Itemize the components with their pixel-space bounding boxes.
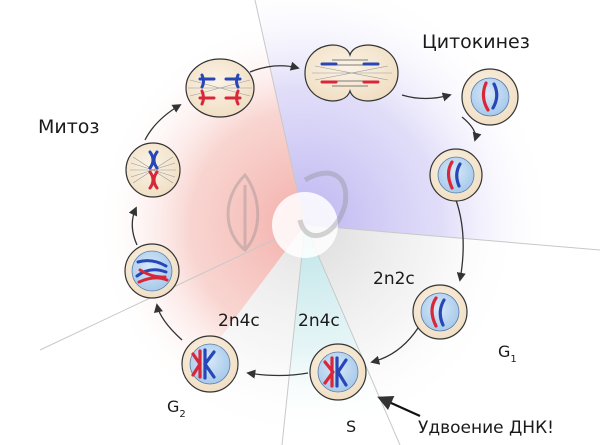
label-g2-phase: G2 — [167, 397, 186, 420]
center-circle — [272, 192, 338, 258]
arrow-telophase-to-daughter — [401, 92, 452, 102]
arrow-prophase-to-metaphase — [128, 206, 138, 246]
cell-g1-early — [429, 148, 483, 202]
label-dna-doubling: Удвоение ДНК! — [418, 418, 554, 438]
leaf-watermark — [226, 170, 349, 253]
cell-telophase — [304, 44, 399, 102]
label-s-phase: S — [346, 417, 356, 436]
cell-g1-late — [412, 284, 468, 340]
cell-s-phase — [309, 343, 367, 401]
label-g2-ploidy: 2n4c — [218, 311, 260, 331]
arrow-g2-to-prophase — [153, 303, 183, 341]
arrow-g1b-to-s — [370, 327, 419, 365]
cycle-arrows — [128, 61, 482, 379]
g2-phase-sector — [140, 225, 305, 445]
s-phase-sector — [282, 225, 400, 445]
arrow-anaphase-to-telophase — [249, 61, 300, 73]
dna-doubling-arrow — [377, 396, 421, 418]
g2-sub: 2 — [179, 409, 185, 420]
cell-anaphase — [185, 58, 255, 118]
label-g1-ploidy: 2n2c — [373, 269, 415, 289]
g2-main: G — [167, 397, 179, 416]
cell-prophase — [124, 243, 180, 299]
arrow-daughter-to-g1a — [461, 116, 482, 142]
label-g1-phase: G1 — [498, 342, 517, 365]
arrow-metaphase-to-anaphase — [144, 104, 182, 141]
cell-daughter — [461, 68, 519, 126]
label-s-ploidy: 2n4c — [298, 311, 340, 331]
arrow-s-to-g2 — [246, 369, 309, 379]
label-cytokinesis: Цитокинез — [422, 31, 530, 53]
g1-sub: 1 — [510, 354, 516, 365]
cell-g2-phase — [181, 335, 239, 393]
g1-main: G — [498, 342, 510, 361]
label-mitosis: Митоз — [38, 116, 100, 138]
arrow-g1a-to-g1b — [455, 199, 466, 282]
cell-metaphase — [125, 142, 181, 198]
